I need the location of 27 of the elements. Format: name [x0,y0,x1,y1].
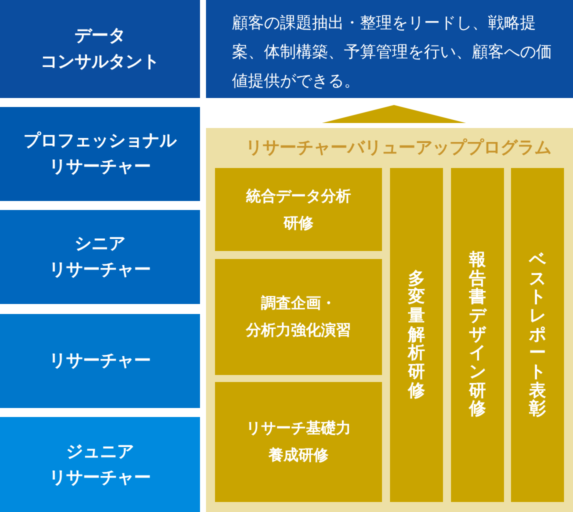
career-level-box [0,314,200,408]
career-level-box [0,417,200,512]
training-box [215,168,382,251]
training-column [511,168,564,502]
training-title: ベストレポート表彰 [529,250,546,420]
career-level-box [0,210,200,304]
level-title: ジュニアリサーチャー [49,440,151,490]
training-title: 統合データ分析研修 [246,186,351,234]
training-box [215,259,382,375]
training-column [451,168,504,502]
description-text: 顧客の課題抽出・整理をリードし、戦略提案、体制構築、予算管理を行い、顧客への価値提供ができる。 [232,12,552,92]
training-box [215,382,382,502]
training-title: 多変量解析研修 [408,270,425,400]
level-title: プロフェッショナルリサーチャー [24,130,176,179]
description-box [206,0,573,98]
arrow [322,105,466,123]
training-column [390,168,443,502]
training-title: 調査企画・分析力強化演習 [246,293,351,341]
level-title: シニアリサーチャー [49,233,151,282]
level-title: データコンサルタント [40,25,160,74]
program-title: リサーチャーバリューアッププログラム [246,137,552,160]
program-panel [206,128,573,512]
level-title: リサーチャー [49,350,151,373]
career-level-box [0,0,200,98]
training-title: リサーチ基礎力養成研修 [246,418,351,466]
career-level-box [0,107,200,201]
training-title: 報告書デザイン研修 [469,250,486,420]
